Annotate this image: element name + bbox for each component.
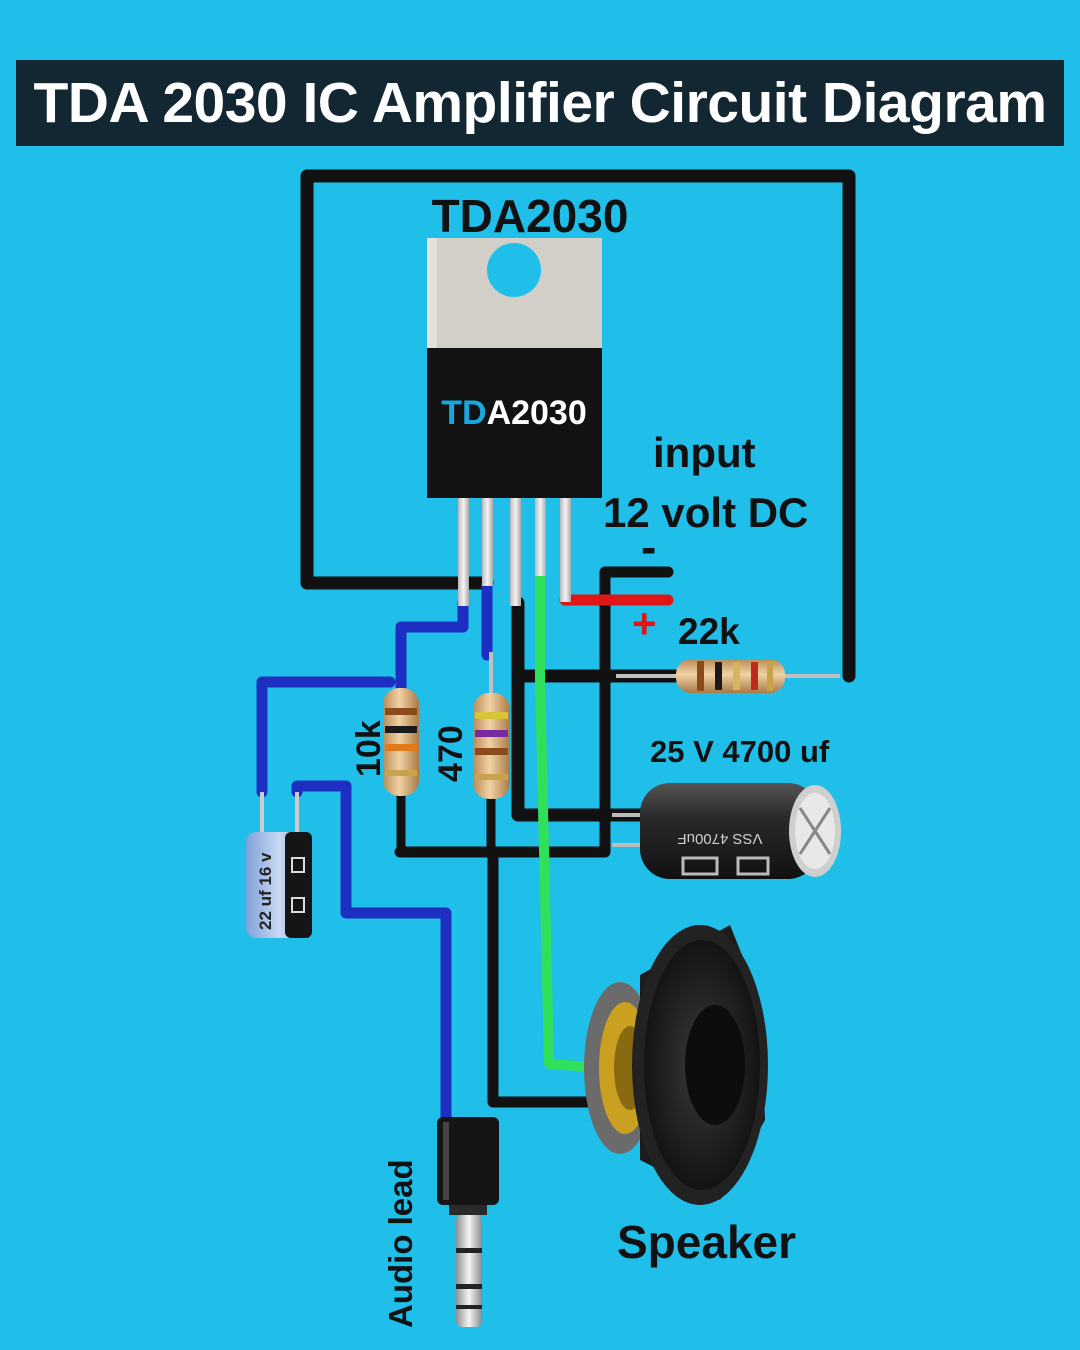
ic-pin-2 — [482, 498, 493, 586]
label-470: 470 — [432, 725, 470, 782]
label-minus: - — [641, 521, 656, 573]
label-cap-4700: 25 V 4700 uf — [650, 734, 830, 769]
label-22k: 22k — [678, 611, 740, 652]
wires — [256, 169, 856, 1124]
wire-output — [535, 567, 610, 1073]
wire-supply-negative — [394, 566, 674, 858]
tda2030-ic: TDA2030 — [427, 238, 602, 606]
label-plus: + — [632, 600, 657, 647]
audio-jack — [437, 1117, 499, 1327]
capacitor-22uf: 22 uf 16 v — [246, 792, 312, 938]
resistor-470 — [473, 652, 510, 852]
cap-4700-print: VSS 4700uF — [677, 830, 762, 847]
wire-pin1 — [395, 597, 469, 696]
label-10k: 10k — [350, 720, 388, 777]
ic-pin-5 — [560, 498, 571, 602]
ic-top-label: TDA2030 — [432, 190, 629, 242]
label-cap-22uf: 22 uf 16 v — [256, 852, 275, 930]
resistor-10k — [383, 688, 419, 796]
capacitor-4700uf: VSS 4700uF — [612, 783, 841, 879]
ic-body-label: TDA2030 — [441, 394, 587, 432]
ic-pin-4 — [535, 498, 546, 576]
ic-body — [427, 348, 602, 498]
label-supply-voltage: 12 volt DC — [603, 489, 808, 536]
speaker — [584, 925, 768, 1205]
page-title: TDA 2030 IC Amplifier Circuit Diagram — [33, 71, 1047, 135]
resistor-22k — [616, 659, 840, 693]
label-speaker: Speaker — [617, 1216, 796, 1268]
wire-speaker-ground — [487, 846, 611, 1108]
wire-cap-small-top — [256, 676, 396, 798]
ic-mounting-hole — [487, 243, 541, 297]
label-audio-lead: Audio lead — [382, 1159, 419, 1328]
wire-feedback-loop — [300, 169, 856, 683]
ic-pin-1 — [458, 498, 469, 606]
ic-pin-3 — [510, 498, 521, 606]
label-input: input — [653, 429, 756, 476]
title-banner: TDA 2030 IC Amplifier Circuit Diagram — [16, 60, 1064, 146]
wire-audio-input — [291, 780, 452, 1124]
